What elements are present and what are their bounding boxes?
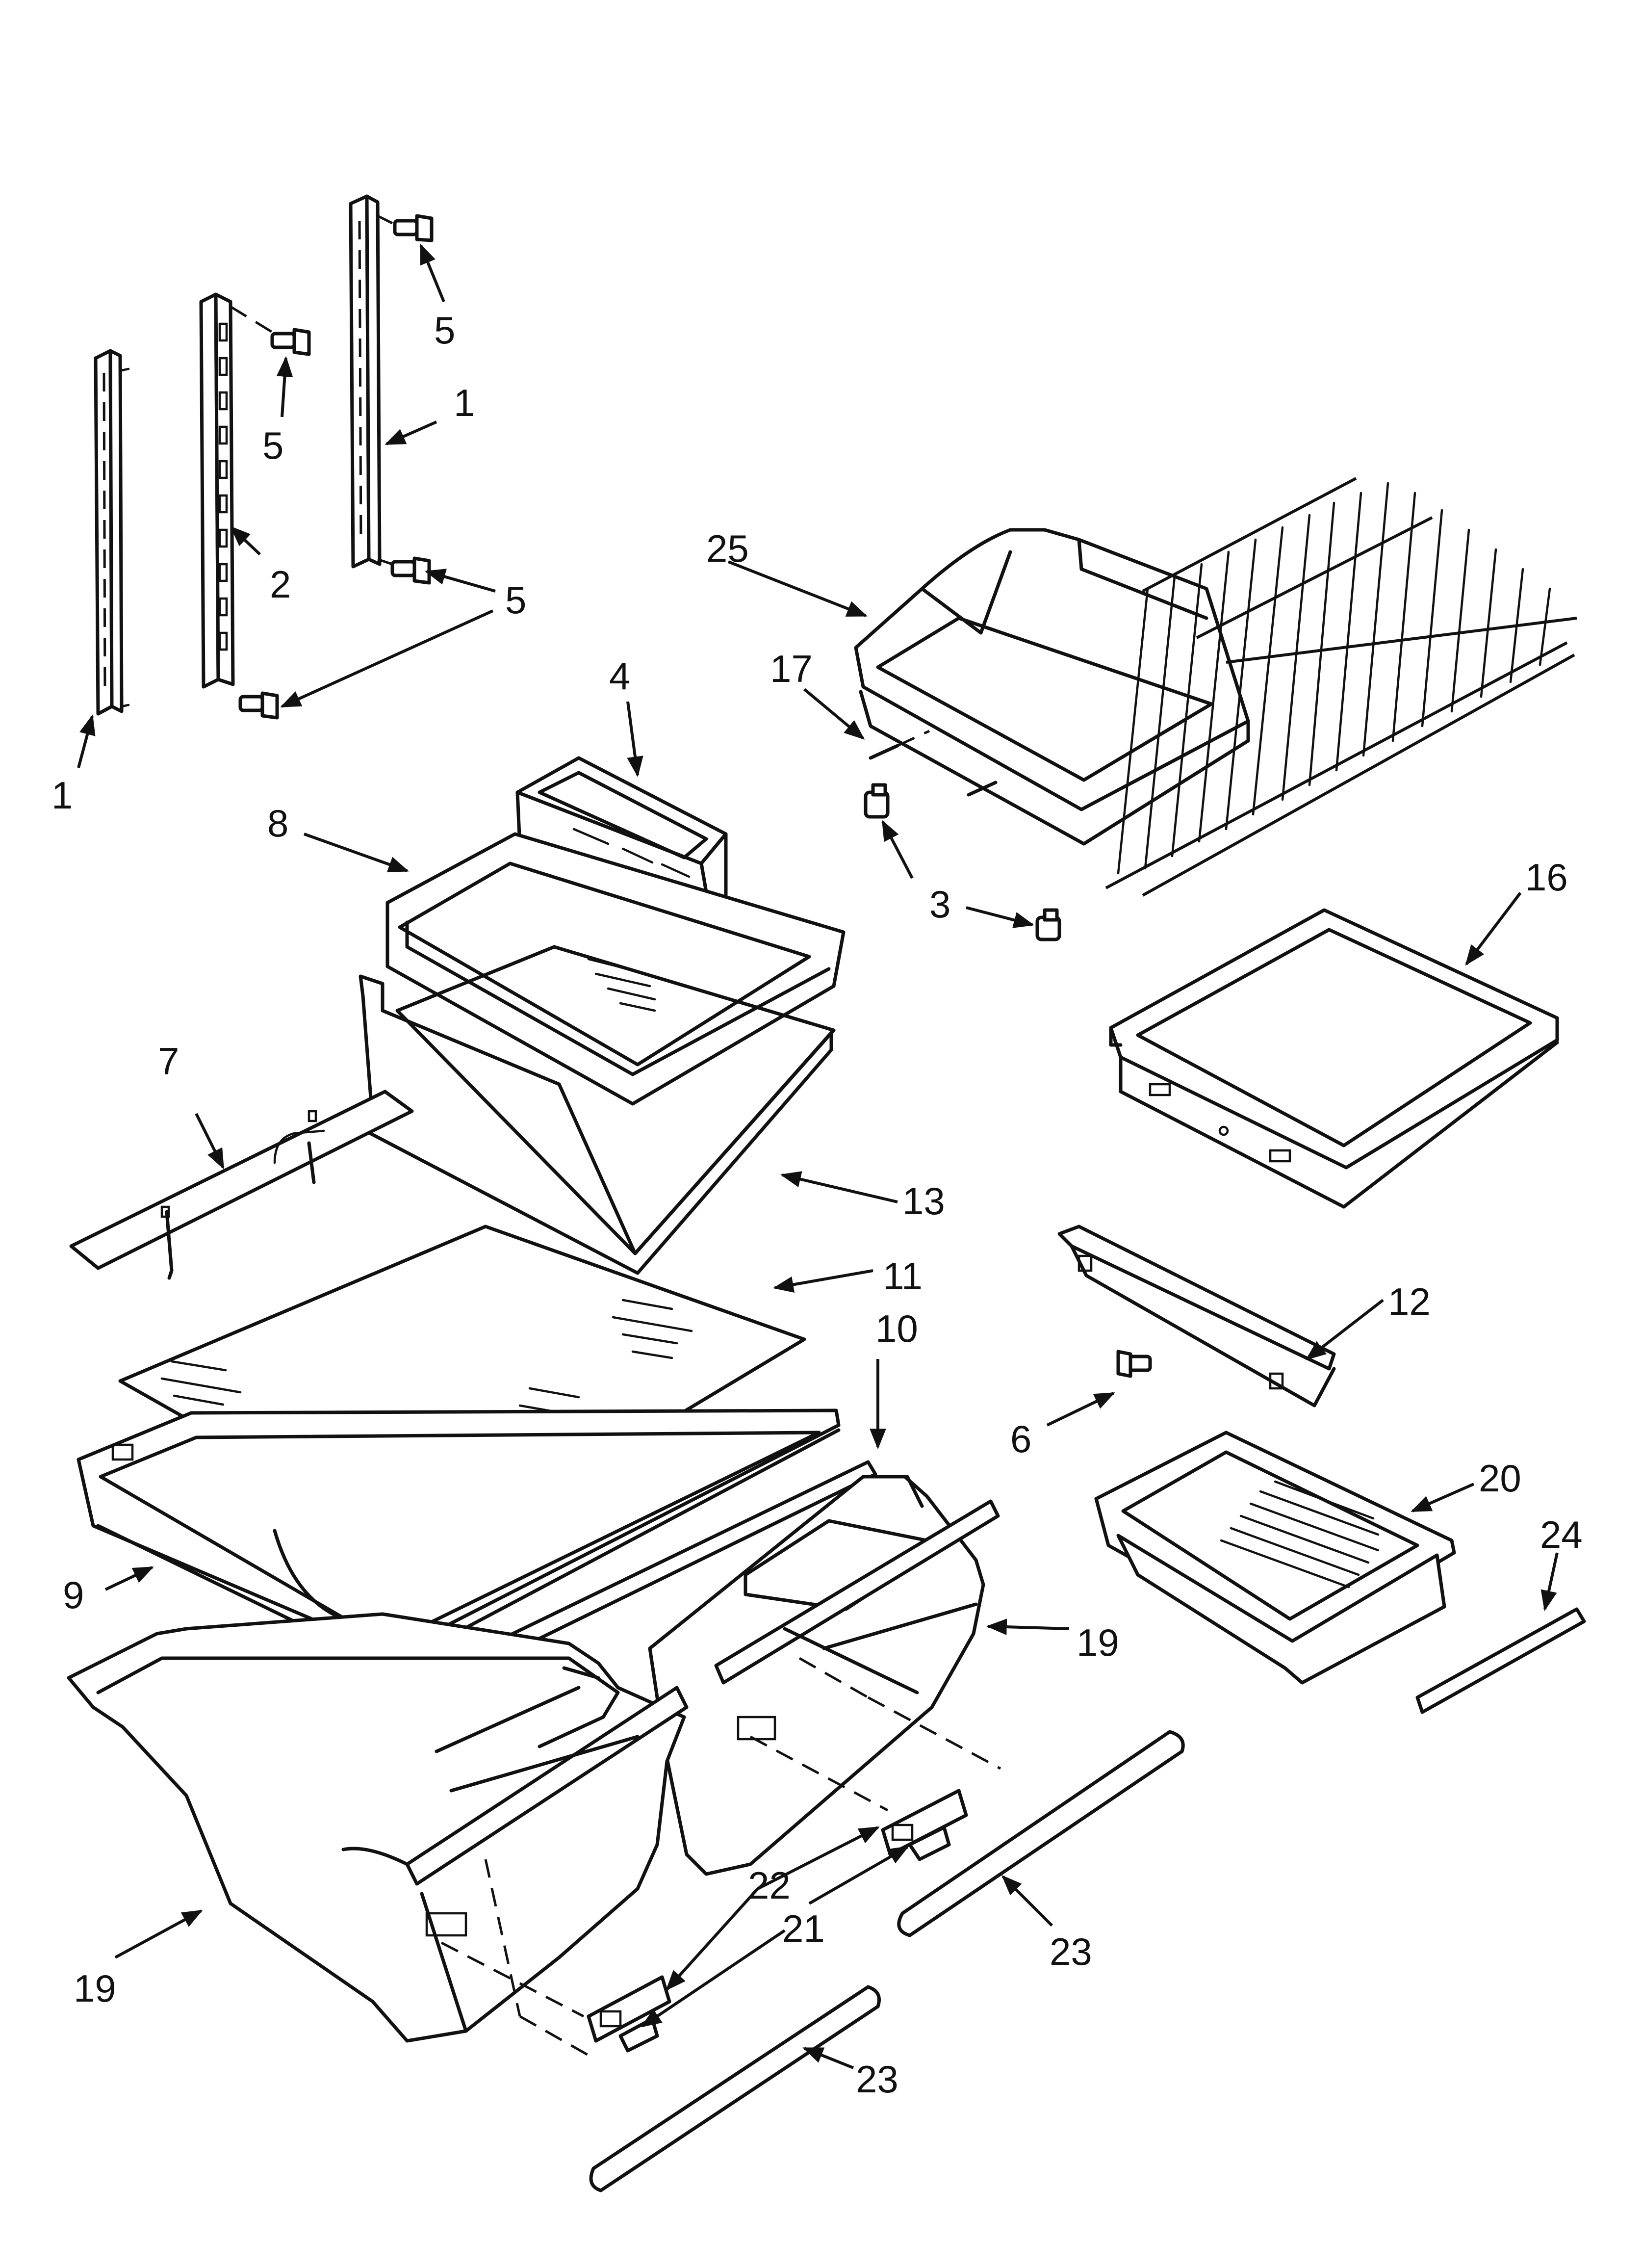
screw-5-mid xyxy=(270,328,311,356)
bracket-12 xyxy=(1057,1225,1336,1408)
callout-13: 13 xyxy=(902,1179,945,1223)
callout-8: 8 xyxy=(267,802,288,845)
callout-23-left: 23 xyxy=(856,2058,898,2101)
crisper-drawer-right xyxy=(648,1475,1000,1876)
clip-22-left xyxy=(587,1975,671,2043)
callout-10: 10 xyxy=(875,1307,918,1350)
trim-strip-23-right xyxy=(897,1730,1185,1937)
callout-25: 25 xyxy=(706,527,749,570)
callout-19-left: 19 xyxy=(74,1967,116,2010)
callout-22: 22 xyxy=(748,1864,791,1907)
callout-7: 7 xyxy=(158,1040,179,1083)
callout-2: 2 xyxy=(270,563,291,606)
trim-strip-24 xyxy=(1415,1607,1586,1714)
callout-16: 16 xyxy=(1525,856,1568,899)
callout-20: 20 xyxy=(1479,1457,1521,1500)
trim-strip-23-left xyxy=(589,1985,881,2192)
callout-17: 17 xyxy=(770,647,813,690)
screw-5-bottom xyxy=(238,691,279,720)
callout-12: 12 xyxy=(1388,1280,1431,1323)
post-3-b xyxy=(1035,908,1061,941)
deli-shelf-16 xyxy=(1109,908,1559,1209)
callout-21: 21 xyxy=(782,1907,825,1950)
post-3-a xyxy=(864,783,890,819)
screw-6 xyxy=(1116,1350,1152,1378)
callout-24: 24 xyxy=(1540,1513,1583,1556)
screw-5-low xyxy=(390,556,431,585)
callout-labels: 1 1 2 5 5 5 4 8 7 13 11 10 9 25 17 3 16 … xyxy=(51,309,1583,2101)
shelf-bin-25 xyxy=(854,528,1250,846)
rail-center xyxy=(199,292,276,689)
callout-19-right: 19 xyxy=(1077,1621,1119,1664)
callout-5-mid: 5 xyxy=(262,424,283,467)
callout-3: 3 xyxy=(929,883,950,926)
rail-right xyxy=(349,194,393,569)
assembly-guides xyxy=(440,1657,1001,2059)
pin-17 xyxy=(869,730,998,797)
leaders xyxy=(77,243,1559,2069)
meat-drawer-20 xyxy=(1094,1431,1456,1685)
crisper-drawer-left xyxy=(67,1612,689,2043)
callout-4: 4 xyxy=(609,654,630,698)
callout-23-right: 23 xyxy=(1050,1930,1092,1973)
screw-5-top xyxy=(393,214,434,242)
wire-shelf xyxy=(1105,477,1577,897)
callout-11: 11 xyxy=(883,1254,923,1298)
callout-1-left: 1 xyxy=(51,774,73,817)
callout-1-right: 1 xyxy=(454,381,475,424)
clip-21-right xyxy=(908,1825,951,1861)
rail-left xyxy=(94,349,130,716)
callout-5-top: 5 xyxy=(434,309,455,352)
callout-9: 9 xyxy=(63,1573,84,1616)
callout-6: 6 xyxy=(1010,1417,1031,1460)
callout-5-low: 5 xyxy=(505,578,526,622)
cover-7 xyxy=(69,1090,414,1280)
